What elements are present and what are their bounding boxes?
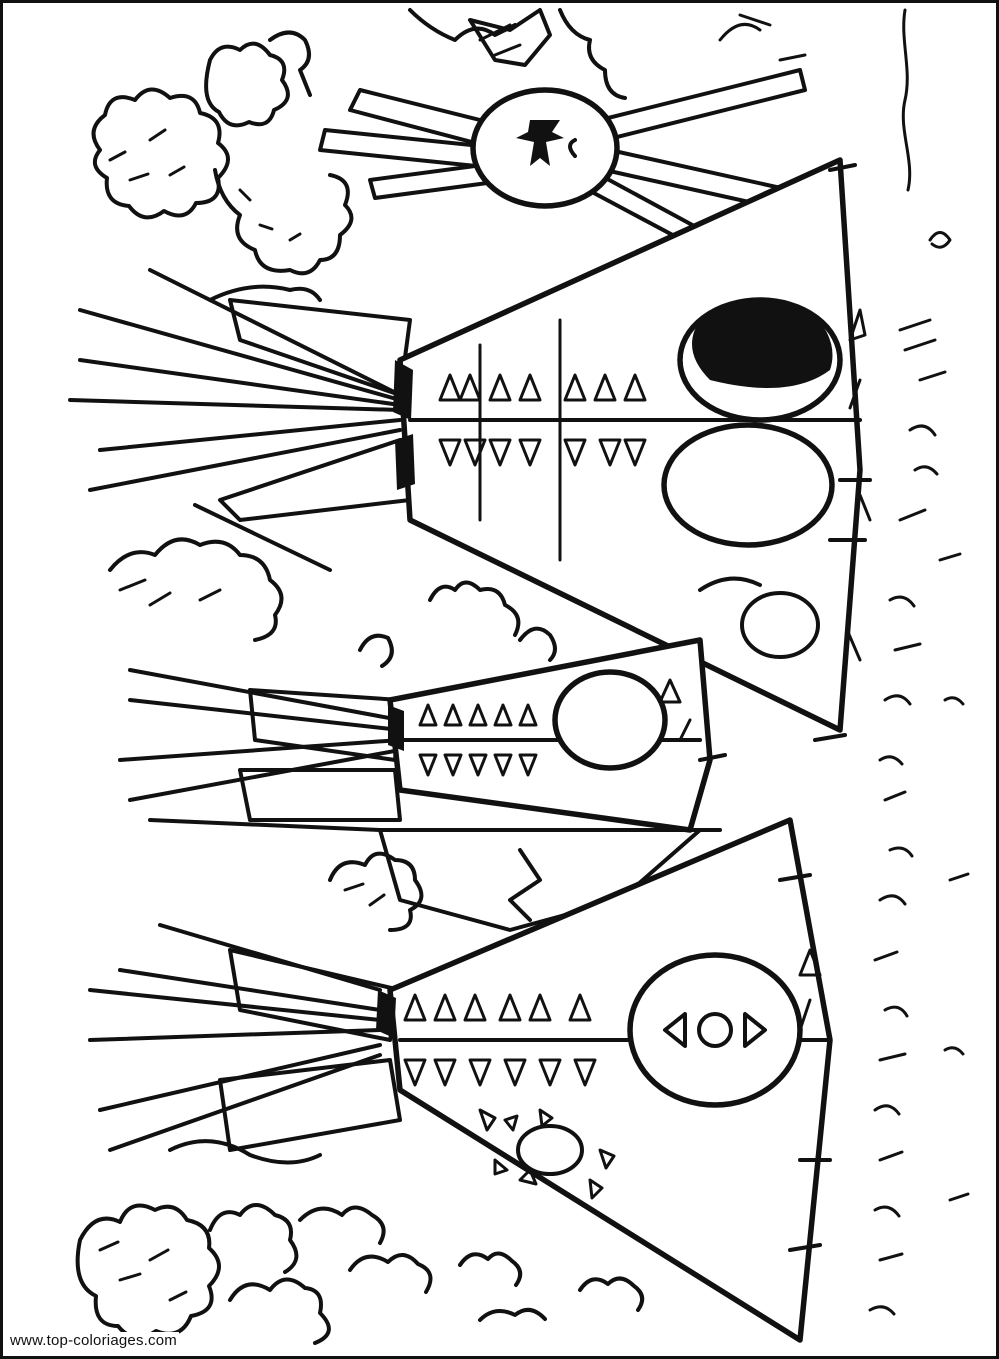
tipi-bottom bbox=[88, 817, 833, 1343]
ground-grass bbox=[718, 8, 970, 1316]
site-credit: www.top-coloriages.com bbox=[8, 1332, 179, 1349]
tipi-top bbox=[68, 157, 872, 742]
thunderbird-icon bbox=[516, 120, 564, 166]
bushes-left bbox=[75, 8, 645, 1345]
